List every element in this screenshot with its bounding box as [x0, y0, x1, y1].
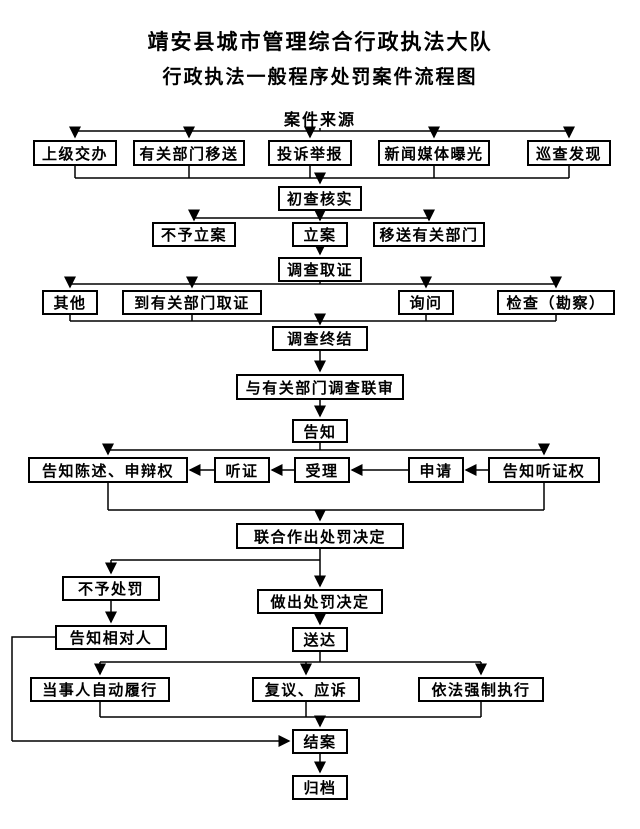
node-initial-verification: 初查核实: [278, 186, 362, 211]
node-acceptance: 受理: [294, 457, 350, 483]
page-title: 靖安县城市管理综合行政执法大队: [147, 30, 493, 54]
node-notify-hearing-rights: 告知听证权: [488, 457, 600, 483]
node-no-punishment: 不予处罚: [62, 576, 160, 601]
node-reconsideration-litigation: 复议、应诉: [252, 677, 360, 702]
node-notify-party: 告知相对人: [55, 625, 167, 650]
node-case-closed: 结案: [292, 729, 348, 754]
node-voluntary-performance: 当事人自动履行: [30, 677, 170, 702]
node-delivery: 送达: [292, 627, 348, 652]
node-notification: 告知: [292, 419, 348, 443]
node-media-exposure: 新闻媒体曝光: [378, 140, 490, 166]
node-complaint-report: 投诉举报: [268, 140, 352, 166]
node-evidence-collection: 调查取证: [278, 257, 362, 282]
page-subtitle: 行政执法一般程序处罚案件流程图: [162, 67, 478, 88]
node-joint-punishment-decision: 联合作出处罚决定: [236, 523, 404, 549]
node-hearing: 听证: [214, 457, 270, 483]
node-punishment-decision: 做出处罚决定: [257, 589, 383, 614]
node-inspection-survey: 检查（勘察）: [497, 290, 615, 315]
node-joint-review: 与有关部门调查联审: [236, 374, 404, 400]
node-enforcement: 依法强制执行: [418, 677, 544, 702]
node-superior-assignment: 上级交办: [33, 140, 117, 166]
node-investigation-conclusion: 调查终结: [272, 326, 368, 351]
node-no-case-filing: 不予立案: [152, 222, 236, 247]
node-other: 其他: [42, 290, 98, 315]
node-patrol-discovery: 巡查发现: [527, 140, 611, 166]
node-evidence-from-departments: 到有关部门取证: [122, 290, 262, 315]
node-case-filing: 立案: [292, 222, 348, 247]
node-department-transfer-in: 有关部门移送: [133, 140, 245, 166]
node-inquiry: 询问: [398, 290, 454, 315]
case-source-label: 案件来源: [283, 112, 356, 129]
node-notify-statement-defense-rights: 告知陈述、申辩权: [28, 457, 188, 483]
node-application: 申请: [408, 457, 464, 483]
node-archive: 归档: [292, 775, 348, 800]
node-transfer-to-departments: 移送有关部门: [373, 222, 485, 247]
